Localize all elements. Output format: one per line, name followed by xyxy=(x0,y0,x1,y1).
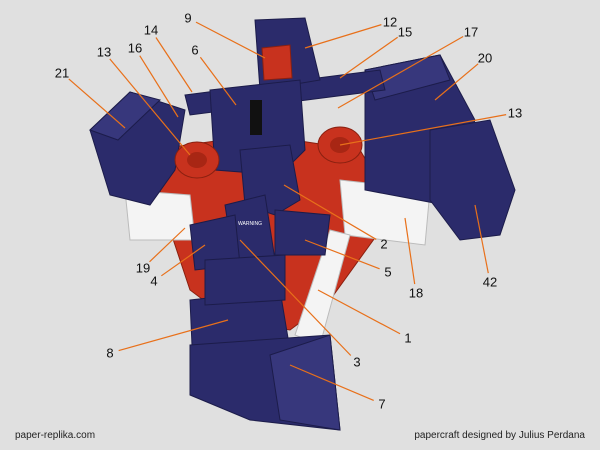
part-number-label: 4 xyxy=(150,273,158,289)
callout-line xyxy=(474,204,489,274)
callout-line xyxy=(139,55,179,118)
callout-lines xyxy=(68,21,507,402)
callout-line xyxy=(304,239,380,270)
callout-line xyxy=(404,217,416,285)
part-number-label: 19 xyxy=(135,260,151,276)
part-number-label: 13 xyxy=(507,105,523,121)
robot-model xyxy=(89,17,516,431)
callout-line xyxy=(155,37,193,93)
part-number-label: 8 xyxy=(106,345,114,361)
callout-line xyxy=(317,289,401,335)
part-number-label: 42 xyxy=(482,274,498,290)
callout-line xyxy=(149,227,186,263)
footer-credit: papercraft designed by Julius Perdana xyxy=(414,430,585,441)
callout-line xyxy=(283,184,377,240)
part-number-label: 9 xyxy=(184,10,192,26)
part-number-label: 1 xyxy=(404,330,412,346)
callout-line xyxy=(337,35,464,109)
part-number-label: 20 xyxy=(477,50,493,66)
part-number-label: 3 xyxy=(353,354,361,370)
callout-line xyxy=(68,78,126,129)
callout-line xyxy=(304,24,382,49)
part-number-label: 15 xyxy=(397,24,413,40)
part-number-label: 14 xyxy=(143,22,159,38)
callout-line xyxy=(339,36,399,79)
callout-line xyxy=(289,364,374,402)
callout-line xyxy=(118,319,229,352)
part-number-label: 17 xyxy=(463,24,479,40)
part-number-label: 16 xyxy=(127,40,143,56)
part-number-label: 13 xyxy=(96,44,112,60)
callout-line xyxy=(239,239,352,356)
callout-line xyxy=(434,63,479,101)
callout-line xyxy=(195,21,266,59)
part-number-label: 6 xyxy=(191,42,199,58)
part-number-label: 7 xyxy=(378,396,386,412)
footer-site: paper-replika.com xyxy=(15,430,96,441)
part-number-label: 5 xyxy=(384,264,392,280)
warning-label: WARNING xyxy=(238,221,262,227)
callout-line xyxy=(109,58,191,156)
part-number-label: 12 xyxy=(382,14,398,30)
part-number-label: 2 xyxy=(380,236,388,252)
callout-line xyxy=(161,244,206,277)
part-number-label: 18 xyxy=(408,285,424,301)
callout-line xyxy=(199,56,237,106)
part-number-label: 21 xyxy=(54,65,70,81)
callout-line xyxy=(339,114,507,146)
